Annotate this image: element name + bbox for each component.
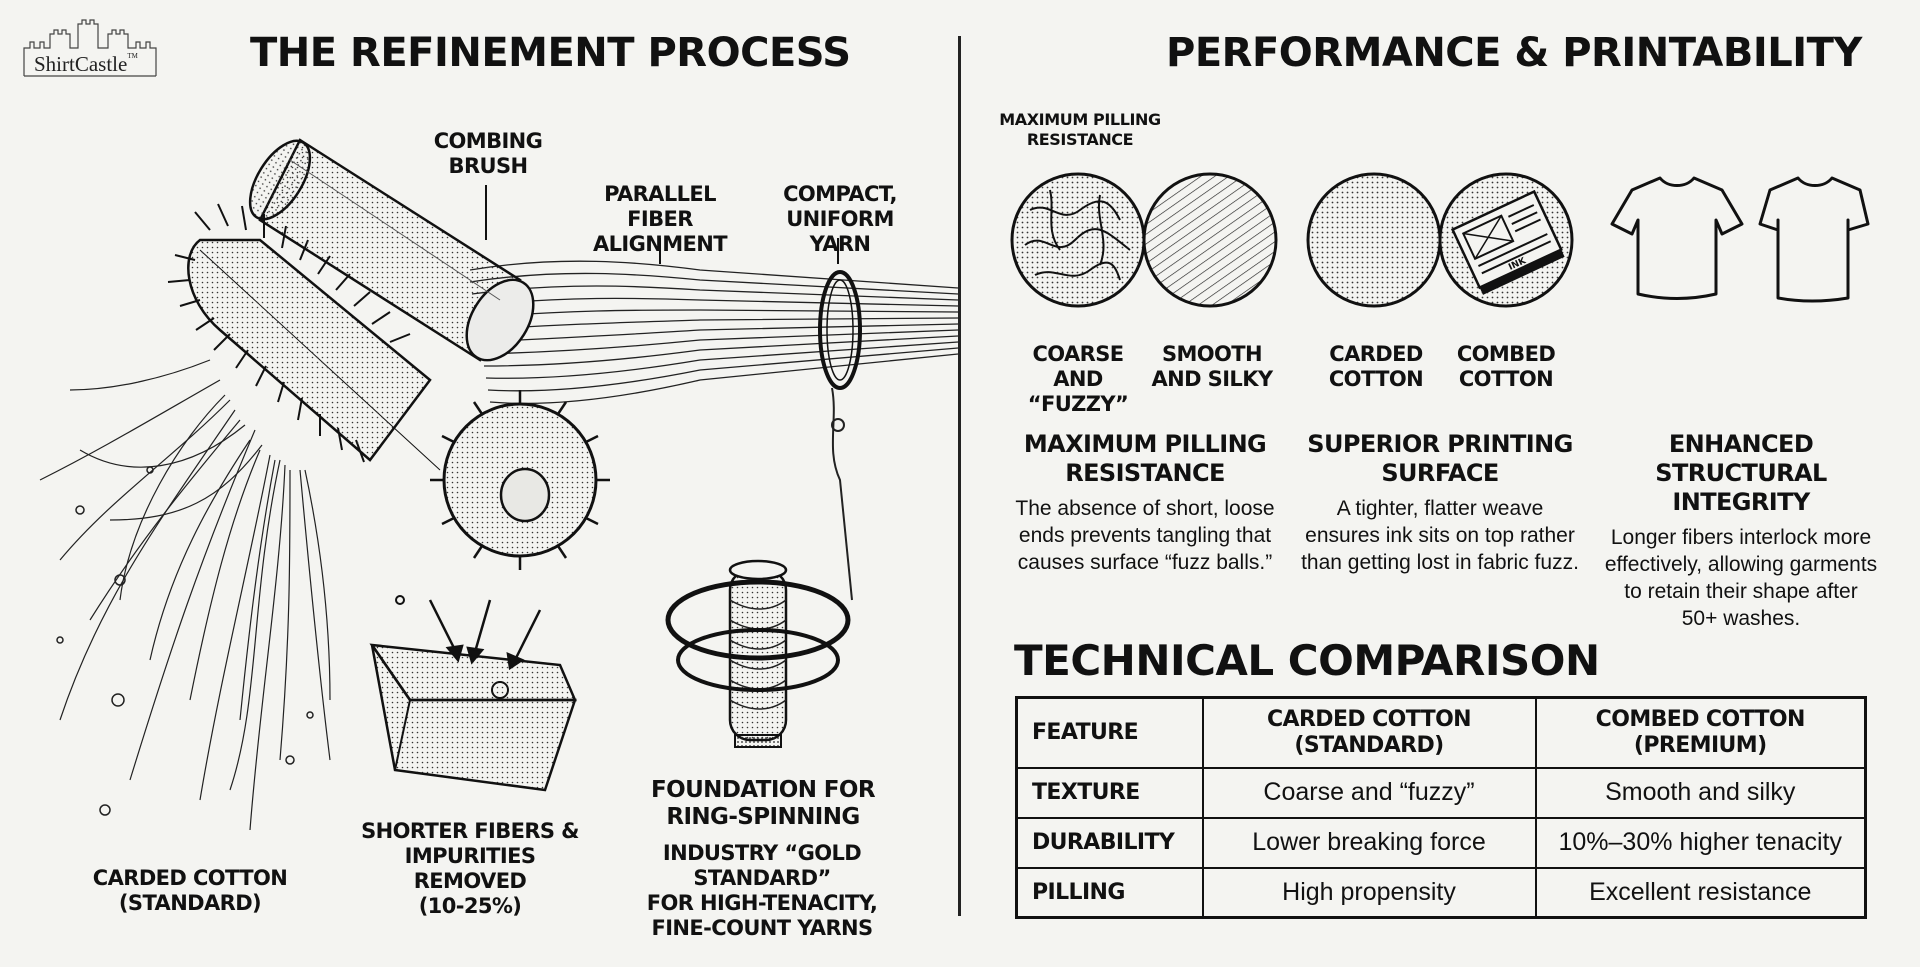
yarn-ring [818, 270, 862, 390]
feature-pilling-title-1: MAXIMUM PILLING [1023, 430, 1267, 458]
tshirt-icon-1 [1610, 176, 1744, 300]
table-row: DURABILITY Lower breaking force 10%–30% … [1015, 816, 1867, 869]
row-label: PILLING [1015, 866, 1204, 919]
parallel-fiber-bundle [469, 260, 959, 405]
coarse-texture-icon [1010, 172, 1146, 308]
table-row: PILLING High propensity Excellent resist… [1015, 866, 1867, 919]
row-label: TEXTURE [1015, 766, 1204, 819]
texture-icons: INK [1010, 172, 1870, 308]
label-compact-yarn: COMPACT,UNIFORM YARN [783, 182, 897, 256]
feature-printing-title-2: SURFACE [1381, 459, 1499, 487]
row-carded-value: Coarse and “fuzzy” [1201, 766, 1537, 819]
header-carded: CARDED COTTON(STANDARD) [1201, 696, 1537, 769]
table-row: TEXTURE Coarse and “fuzzy” Smooth and si… [1015, 766, 1867, 819]
header-feature: FEATURE [1015, 696, 1204, 769]
feature-integrity-title-2: INTEGRITY [1672, 488, 1810, 516]
row-combed-value: 10%–30% higher tenacity [1534, 816, 1867, 869]
castle-icon [23, 19, 157, 77]
tshirt-icon-2 [1758, 176, 1870, 303]
center-divider [958, 36, 961, 916]
technical-comparison-title: TECHNICAL COMPARISON [1014, 636, 1600, 685]
label-shorter-fibers: SHORTER FIBERS &IMPURITIES REMOVED(10-25… [361, 819, 579, 918]
row-label: DURABILITY [1015, 816, 1204, 869]
label-carded-standard: CARDED COTTON(STANDARD) [92, 866, 288, 915]
feature-printing: SUPERIOR PRINTING SURFACE A tighter, fla… [1301, 430, 1579, 574]
refinement-title: THE REFINEMENT PROCESS [250, 30, 851, 76]
row-combed-value: Excellent resistance [1534, 866, 1867, 919]
feature-pilling-title-2: RESISTANCE [1065, 459, 1225, 487]
brand-tm: TM [127, 52, 138, 60]
header-combed: COMBED COTTON(PREMIUM) [1534, 696, 1867, 769]
combing-brush-roller [248, 138, 535, 362]
feature-integrity: ENHANCED STRUCTURAL INTEGRITY Longer fib… [1596, 430, 1886, 632]
feature-printing-title-1: SUPERIOR PRINTING [1307, 430, 1573, 458]
row-carded-value: Lower breaking force [1201, 816, 1537, 869]
combing-drum [167, 203, 610, 570]
row-carded-value: High propensity [1201, 866, 1537, 919]
row-combed-value: Smooth and silky [1534, 766, 1867, 819]
loose-fibers [39, 359, 331, 831]
smooth-texture-icon [1142, 172, 1278, 308]
feature-integrity-title-1: ENHANCED STRUCTURAL [1655, 430, 1827, 487]
combed-print-icon: INK [1438, 172, 1574, 308]
spinning-bobbin [665, 559, 851, 748]
brand-logo: ShirtCastleTM [20, 18, 165, 80]
impurities-box [369, 595, 577, 792]
carded-cotton-icon [1306, 172, 1442, 308]
refinement-illustration [39, 138, 959, 831]
label-industry-gold-standard: INDUSTRY “GOLD STANDARD”FOR HIGH-TENACIT… [646, 841, 878, 940]
brand-name: ShirtCastle [34, 52, 128, 76]
performance-title: PERFORMANCE & PRINTABILITY [1166, 30, 1862, 76]
comparison-table: FEATURE CARDED COTTON(STANDARD) COMBED C… [1015, 696, 1867, 919]
feature-pilling: MAXIMUM PILLING RESISTANCE The absence o… [1010, 430, 1280, 576]
table-header-row: FEATURE CARDED COTTON(STANDARD) COMBED C… [1015, 696, 1867, 769]
